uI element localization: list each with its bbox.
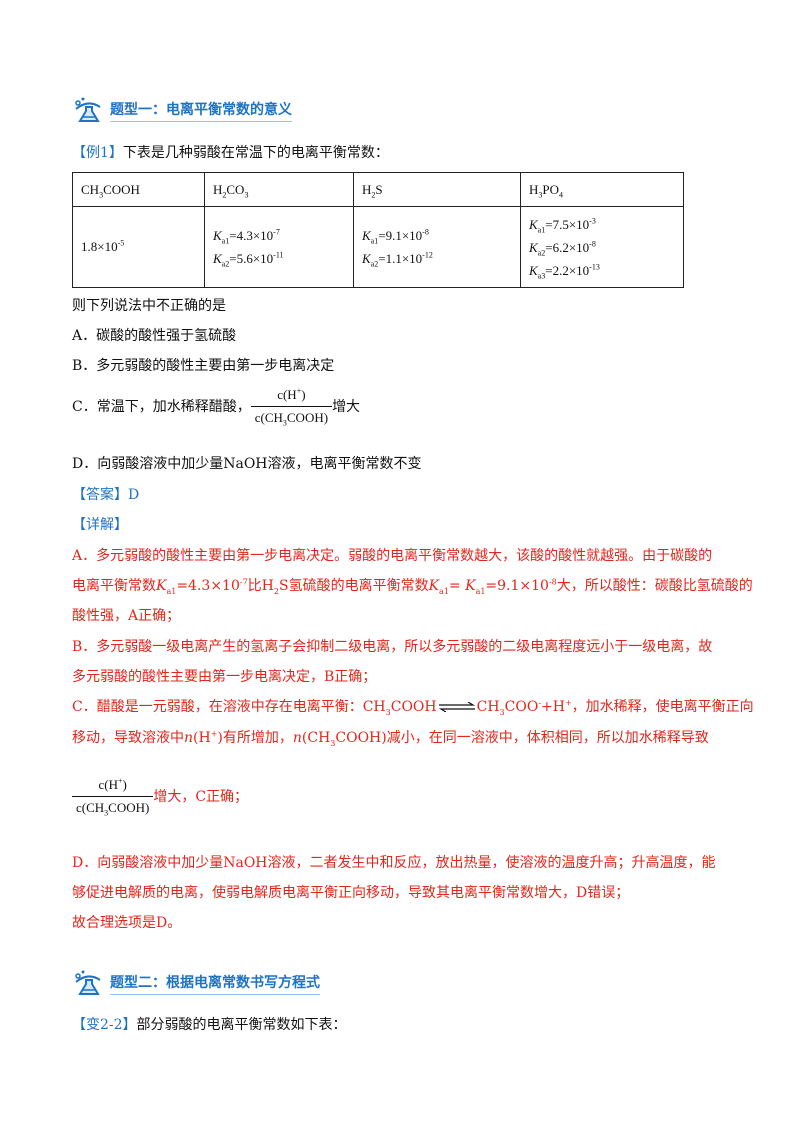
question-text: 则下列说法中不正确的是 (72, 298, 226, 314)
table-row: 1.8×10-5 Ka1=4.3×10-7 Ka2=5.6×10-11 Ka1=… (72, 206, 684, 288)
detail-c-line1: C．醋酸是一元弱酸，在溶液中存在电离平衡：CH3COOH CH3COO-+H+，… (72, 697, 754, 717)
option-c-suffix: 增大 (332, 398, 361, 415)
header-h3po4: H3PO4 (520, 172, 684, 207)
header-h2s: H2S (353, 172, 521, 207)
option-c-prefix: C．常温下，加水稀释醋酸， (72, 398, 251, 415)
answer-line: 【答案】D (72, 485, 139, 505)
option-d: D．向弱酸溶液中加少量NaOH溶液，电离平衡常数不变 (72, 456, 422, 472)
flask-icon (75, 97, 101, 122)
option-b: B．多元弱酸的酸性主要由第一步电离决定 (72, 358, 335, 374)
example-tag: 【例1】 (72, 145, 123, 161)
fraction-h-over-acetic-detail: c(H+) c(CH3COOH) (72, 776, 154, 817)
option-a: A．碳酸的酸性强于氢硫酸 (72, 328, 237, 344)
answer-value: D (128, 487, 140, 503)
detail-d-line1: D．向弱酸溶液中加少量NaOH溶液，二者发生中和反应，放出热量，使溶液的温度升高… (72, 855, 716, 871)
detail-c-line3: c(H+) c(CH3COOH) 增大，C正确； (72, 776, 248, 817)
detail-a-line1: A．多元弱酸的酸性主要由第一步电离决定。弱酸的电离平衡常数越大，该酸的酸性就越强… (72, 548, 713, 564)
fraction-numerator: c(H+) (277, 386, 306, 402)
answer-label: 【答案】 (72, 487, 128, 503)
section-heading-1: 题型一：电离平衡常数的意义 (72, 95, 292, 125)
flask-icon (75, 970, 101, 995)
section-title-1: 题型一：电离平衡常数的意义 (110, 99, 292, 122)
detail-conclusion: 故合理选项是D。 (72, 915, 182, 931)
header-h2co3: H2CO3 (204, 172, 354, 207)
variant-tag: 【变2-2】 (72, 1017, 137, 1033)
header-ch3cooh: CH3COOH (72, 172, 205, 207)
detail-c-text-a: C．醋酸是一元弱酸，在溶液中存在电离平衡：CH3COOH (72, 699, 437, 717)
cell-h2co3: Ka1=4.3×10-7 Ka2=5.6×10-11 (204, 206, 354, 288)
variant-text: 部分弱酸的电离平衡常数如下表： (136, 1017, 347, 1033)
cell-h3po4: Ka1=7.5×10-3 Ka2=6.2×10-8 Ka3=2.2×10-13 (520, 206, 684, 288)
dissociation-constant-table: CH3COOH H2CO3 H2S H3PO4 1.8×10-5 Ka1=4.3… (72, 172, 684, 288)
section-heading-2: 题型二：根据电离常数书写方程式 (72, 968, 320, 998)
example-text: 下表是几种弱酸在常温下的电离平衡常数： (122, 145, 389, 161)
equilibrium-arrow-icon (438, 702, 475, 712)
fraction-numerator: c(H+) (98, 776, 127, 792)
detail-c-line2: 移动，导致溶液中n(H+)有所增加，n(CH3COOH)减小，在同一溶液中，体积… (72, 729, 709, 748)
table-header-row: CH3COOH H2CO3 H2S H3PO4 (72, 172, 684, 207)
detail-b-line1: B．多元弱酸一级电离产生的氢离子会抑制二级电离，所以多元弱酸的二级电离程度远小于… (72, 639, 713, 655)
example-prompt: 【例1】下表是几种弱酸在常温下的电离平衡常数： (72, 143, 389, 163)
cell-h2s: Ka1=9.1×10-8 Ka2=1.1×10-12 (353, 206, 521, 288)
variant-prompt: 【变2-2】部分弱酸的电离平衡常数如下表： (72, 1015, 347, 1035)
option-c: C．常温下，加水稀释醋酸， c(H+) c(CH3COOH) 增大 (72, 386, 360, 427)
detail-label: 【详解】 (72, 517, 128, 533)
fraction-h-over-acetic: c(H+) c(CH3COOH) (250, 386, 333, 427)
detail-a-line3: 酸性强，A正确； (72, 608, 181, 624)
detail-d-line2: 够促进电解质的电离，使弱电解质电离平衡正向移动，导致其电离平衡常数增大，D错误； (72, 885, 630, 901)
fraction-denominator: c(CH3COOH) (72, 796, 154, 817)
cell-ch3cooh: 1.8×10-5 (72, 206, 205, 288)
fraction-denominator: c(CH3COOH) (250, 406, 333, 427)
detail-a-line2: 电离平衡常数Ka1=4.3×10-7比H2S氢硫酸的电离平衡常数Ka1= Ka1… (72, 577, 753, 596)
detail-c-suffix: 增大，C正确； (153, 788, 249, 805)
section-title-2: 题型二：根据电离常数书写方程式 (110, 972, 320, 995)
detail-b-line2: 多元弱酸的酸性主要由第一步电离决定，B正确； (72, 669, 377, 685)
detail-c-text-b: CH3COO-+H+，加水稀释，使电离平衡正向 (476, 698, 754, 717)
